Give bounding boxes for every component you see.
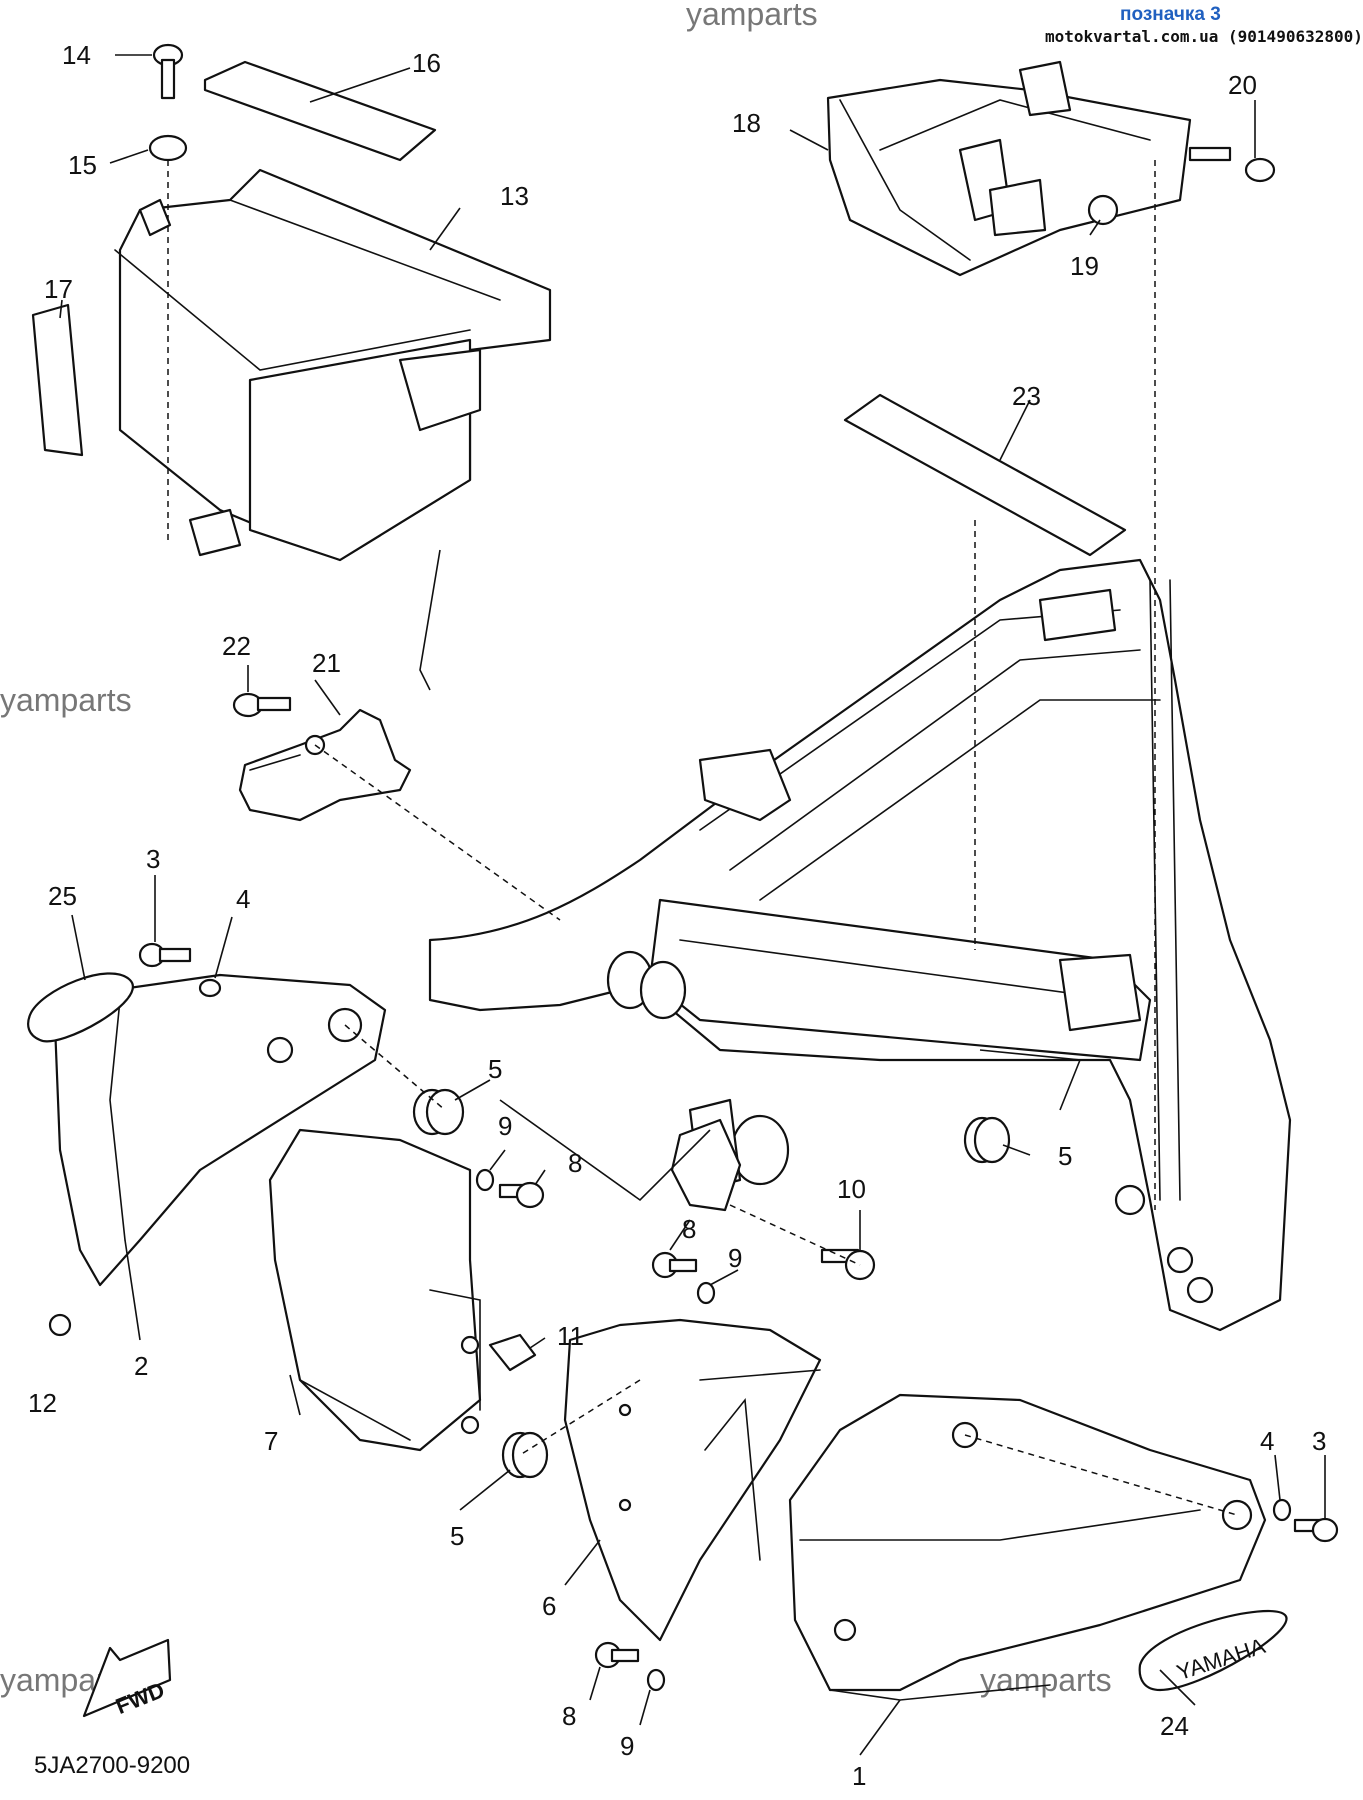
callout-10: 10 <box>837 1174 866 1204</box>
callout-11: 11 <box>557 1321 584 1351</box>
collar-15 <box>148 134 188 162</box>
callout-3: 3 <box>146 844 160 874</box>
bolt-3 <box>138 942 192 968</box>
battery-box <box>114 168 552 562</box>
callout-8: 8 <box>568 1148 582 1178</box>
callouts: 14 16 15 13 17 18 20 19 23 22 21 3 25 4 … <box>28 40 1326 1791</box>
callout-9: 9 <box>620 1731 634 1761</box>
bolt-22 <box>232 692 292 718</box>
grommet-12 <box>48 1313 72 1337</box>
leader-lines <box>59 54 1326 1756</box>
washer-9 <box>646 1668 666 1692</box>
screw-8 <box>594 1641 640 1669</box>
callout-17: 17 <box>44 274 73 304</box>
watermark: yamparts <box>980 1662 1112 1698</box>
callout-3: 3 <box>1312 1426 1326 1456</box>
frame <box>428 558 1292 1332</box>
callout-24: 24 <box>1160 1711 1189 1741</box>
watermark: yamparts <box>686 0 818 32</box>
callout-6: 6 <box>542 1591 556 1621</box>
fwd-arrow: FWD <box>82 1638 172 1719</box>
callout-16: 16 <box>412 48 441 78</box>
frame-boss <box>639 960 687 1020</box>
bolt-20 <box>1188 146 1276 183</box>
callout-14: 14 <box>62 40 91 70</box>
callout-13: 13 <box>500 181 529 211</box>
nut-19 <box>1087 194 1119 226</box>
bolt-14 <box>152 43 184 100</box>
callout-18: 18 <box>732 108 761 138</box>
side-cover-1 <box>788 1393 1267 1701</box>
battery-pad-17 <box>31 303 84 457</box>
callout-1: 1 <box>852 1761 866 1791</box>
stamp-label: позначка 3 <box>1120 4 1221 25</box>
emblem-25 <box>27 972 134 1043</box>
washer-4 <box>198 978 222 998</box>
screw-8 <box>498 1181 545 1209</box>
callout-19: 19 <box>1070 251 1099 281</box>
cover-7 <box>268 1128 482 1452</box>
callout-15: 15 <box>68 150 97 180</box>
callout-5: 5 <box>450 1521 464 1551</box>
callout-12: 12 <box>28 1388 57 1418</box>
callout-25: 25 <box>48 881 77 911</box>
damper-5 <box>501 1431 549 1479</box>
callout-5: 5 <box>1058 1141 1072 1171</box>
damper-5 <box>412 1088 465 1136</box>
clip-11 <box>488 1333 537 1372</box>
bracket-21 <box>238 708 412 822</box>
callout-21: 21 <box>312 648 341 678</box>
washer-9 <box>475 1168 495 1192</box>
yamaha-emblem-24: YAMAHA <box>1138 1610 1288 1692</box>
callout-4: 4 <box>236 884 250 914</box>
pad-23 <box>843 393 1127 557</box>
callout-8: 8 <box>562 1701 576 1731</box>
callout-22: 22 <box>222 631 251 661</box>
callout-4: 4 <box>1260 1426 1274 1456</box>
callout-8: 8 <box>682 1214 696 1244</box>
battery-pad-16 <box>203 60 437 162</box>
watermark: yamparts <box>0 682 132 718</box>
cover-6 <box>563 1318 822 1642</box>
diagram-code: 5JA2700-9200 <box>34 1752 191 1779</box>
bolt-3 <box>1293 1517 1339 1543</box>
callout-9: 9 <box>728 1243 742 1273</box>
bolt-10 <box>820 1248 876 1281</box>
side-cover-2 <box>53 973 387 1287</box>
damper-5 <box>963 1116 1011 1164</box>
washer-9 <box>696 1281 716 1305</box>
callout-20: 20 <box>1228 70 1257 100</box>
mount-bracket <box>670 1118 742 1212</box>
shop-label: motokvartal.com.ua (901490632800) <box>1045 27 1363 46</box>
callout-2: 2 <box>134 1351 148 1381</box>
bracket-18 <box>826 60 1192 277</box>
washer-4 <box>1272 1498 1292 1522</box>
callout-5: 5 <box>488 1054 502 1084</box>
callout-7: 7 <box>264 1426 278 1456</box>
frame-boss <box>730 1114 790 1186</box>
screw-8 <box>651 1251 698 1279</box>
callout-9: 9 <box>498 1111 512 1141</box>
callout-23: 23 <box>1012 381 1041 411</box>
